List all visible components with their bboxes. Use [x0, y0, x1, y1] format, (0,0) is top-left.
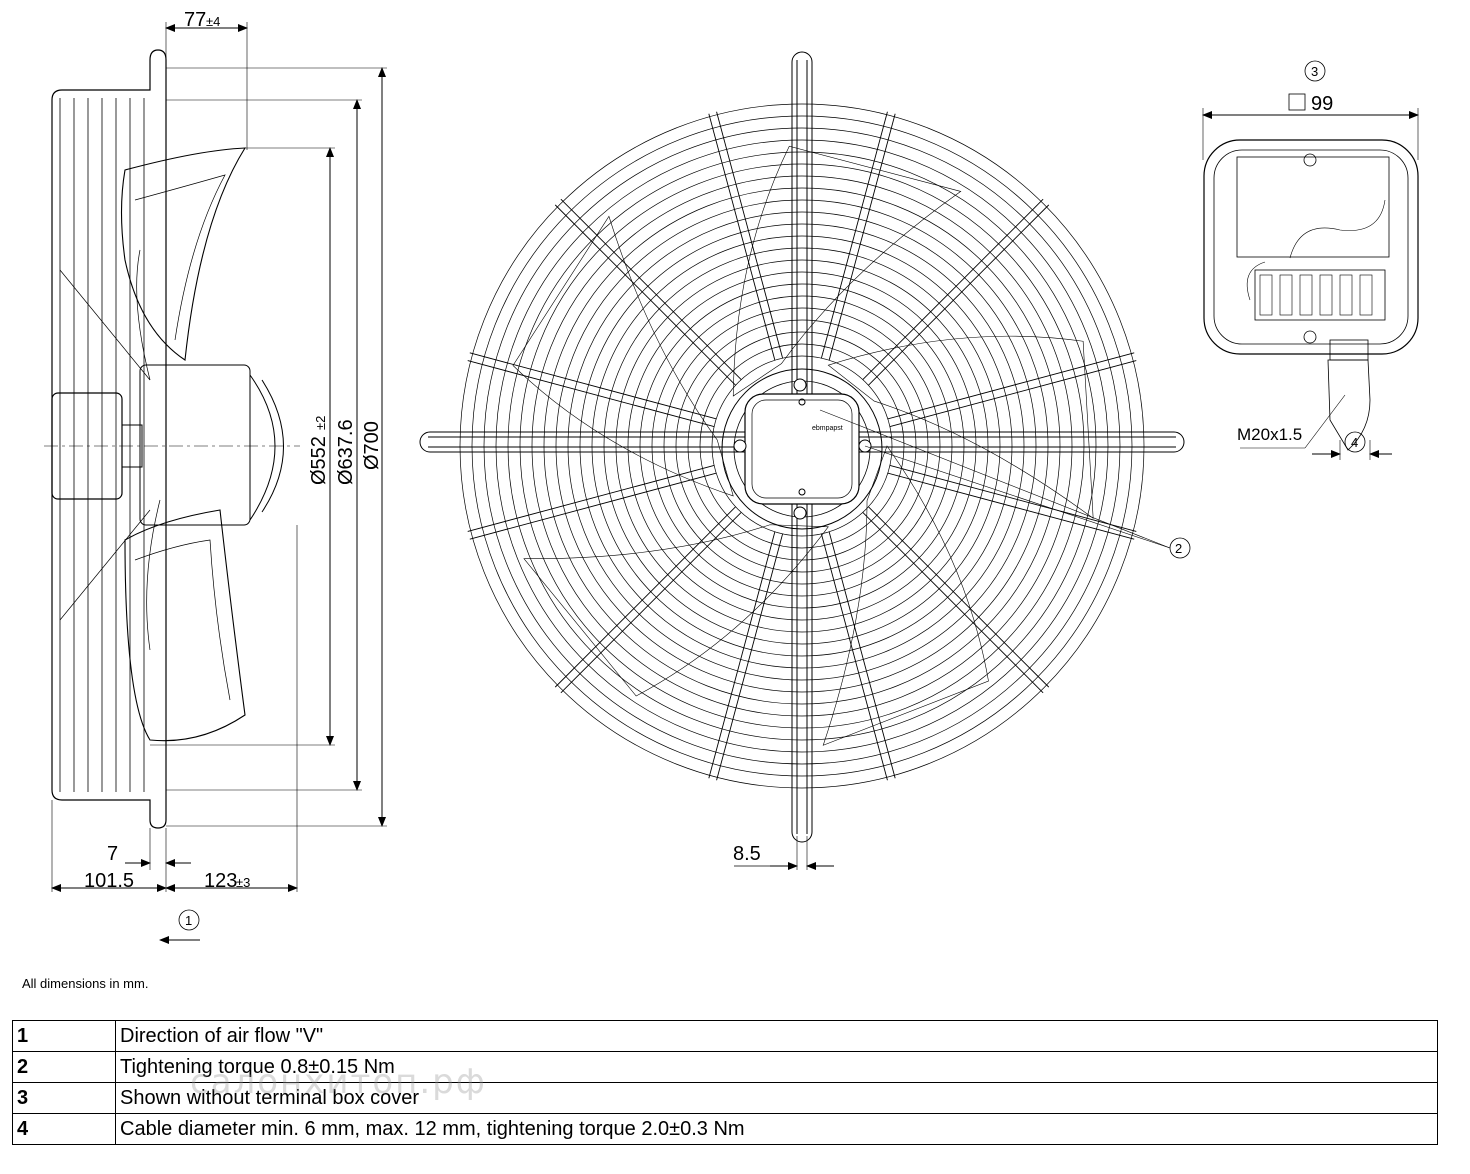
dim-d637: Ø637.6 — [335, 419, 357, 485]
terminal-box-view — [1202, 60, 1419, 460]
dim-123: 123 — [204, 870, 237, 892]
legend-number: 2 — [12, 1051, 116, 1083]
dim-101: 101.5 — [84, 870, 134, 892]
callout-1: 1 — [185, 913, 192, 928]
legend-row: 3 Shown without terminal box cover — [12, 1082, 1438, 1114]
dim-d700: Ø700 — [361, 421, 383, 470]
units-note: All dimensions in mm. — [22, 976, 149, 991]
legend-number: 1 — [12, 1020, 116, 1052]
guard-wires — [59, 98, 145, 792]
front-view — [419, 51, 1191, 870]
dim-7: 7 — [107, 843, 118, 865]
legend-row: 1 Direction of air flow "V" — [12, 1020, 1438, 1052]
legend-number: 4 — [12, 1113, 116, 1145]
technical-drawing: 77 ±4 Ø552 ±2 Ø637.6 Ø700 7 101.5 123 ±3… — [44, 9, 1419, 944]
callout-4: 4 — [1351, 435, 1358, 450]
guard-rings — [459, 103, 1145, 789]
legend-number: 3 — [12, 1082, 116, 1114]
dim-8-5: 8.5 — [733, 843, 761, 865]
legend-row: 4 Cable diameter min. 6 mm, max. 12 mm, … — [12, 1113, 1438, 1145]
brand-logo-text: ebmpapst — [812, 425, 843, 432]
dim-thread: M20x1.5 — [1237, 425, 1302, 444]
callout-2: 2 — [1175, 541, 1182, 556]
dim-123-tolerance: ±3 — [236, 875, 250, 890]
guard-spokes — [467, 111, 1137, 781]
dim-77-tolerance: ±4 — [206, 14, 220, 29]
dim-99: 99 — [1311, 93, 1333, 115]
dim-d552-tolerance: ±2 — [313, 416, 328, 430]
dim-77: 77 — [184, 9, 206, 31]
legend-text: Direction of air flow "V" — [115, 1020, 1438, 1052]
legend-text: Tightening torque 0.8±0.15 Nm — [115, 1051, 1438, 1083]
legend-table: 1 Direction of air flow "V" 2 Tightening… — [12, 1020, 1438, 1145]
side-view — [44, 22, 387, 944]
legend-text: Shown without terminal box cover — [115, 1082, 1438, 1114]
legend-row: 2 Tightening torque 0.8±0.15 Nm — [12, 1051, 1438, 1083]
dim-d552: Ø552 — [308, 436, 330, 485]
impeller-blades — [512, 145, 1094, 746]
callout-3: 3 — [1311, 64, 1318, 79]
legend-text: Cable diameter min. 6 mm, max. 12 mm, ti… — [115, 1113, 1438, 1145]
